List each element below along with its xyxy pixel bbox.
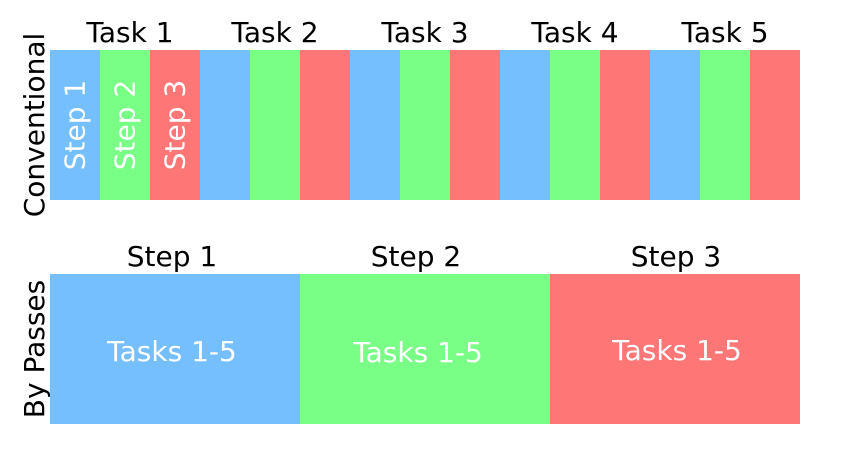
task-header-1: Task 1: [85, 16, 173, 49]
task5-step2: [700, 50, 750, 200]
pass-block-label-2: Tasks 1-5: [352, 336, 483, 369]
pass-block-label-3: Tasks 1-5: [611, 334, 742, 367]
pass-block-1: [50, 274, 300, 424]
row-label-by-passes: By Passes: [18, 280, 51, 418]
task1-step2: [100, 50, 150, 200]
task3-step2: [400, 50, 450, 200]
task4-step1: [500, 50, 550, 200]
step-label-1: Step 1: [59, 80, 92, 170]
pass-block-label-1: Tasks 1-5: [106, 335, 237, 368]
step-label-3: Step 3: [159, 80, 192, 170]
conventional-steps: [50, 50, 800, 200]
task-header-5: Task 5: [680, 16, 768, 49]
task4-step3: [600, 50, 650, 200]
pass-block-3: [550, 274, 800, 424]
task-headers: Task 1 Task 2 Task 3 Task 4 Task 5: [85, 16, 768, 49]
task1-step3: [150, 50, 200, 200]
pass-block-labels: Tasks 1-5 Tasks 1-5 Tasks 1-5: [106, 334, 742, 369]
pass-headers: Step 1 Step 2 Step 3: [127, 240, 721, 273]
task2-step1: [200, 50, 250, 200]
task-header-3: Task 3: [380, 16, 468, 49]
task-header-4: Task 4: [530, 16, 618, 49]
pass-header-1: Step 1: [127, 240, 217, 273]
pass-header-3: Step 3: [631, 240, 721, 273]
task2-step3: [300, 50, 350, 200]
task3-step3: [450, 50, 500, 200]
task1-step1: [50, 50, 100, 200]
task3-step1: [350, 50, 400, 200]
row-label-conventional: Conventional: [18, 33, 51, 218]
task2-step2: [250, 50, 300, 200]
pass-blocks: [50, 274, 800, 424]
task5-step1: [650, 50, 700, 200]
task4-step2: [550, 50, 600, 200]
pass-header-2: Step 2: [371, 240, 461, 273]
task-header-2: Task 2: [230, 16, 318, 49]
task5-step3: [750, 50, 800, 200]
conventional-step-labels: Step 1 Step 2 Step 3: [59, 80, 192, 170]
step-label-2: Step 2: [109, 80, 142, 170]
pass-block-2: [300, 274, 550, 424]
